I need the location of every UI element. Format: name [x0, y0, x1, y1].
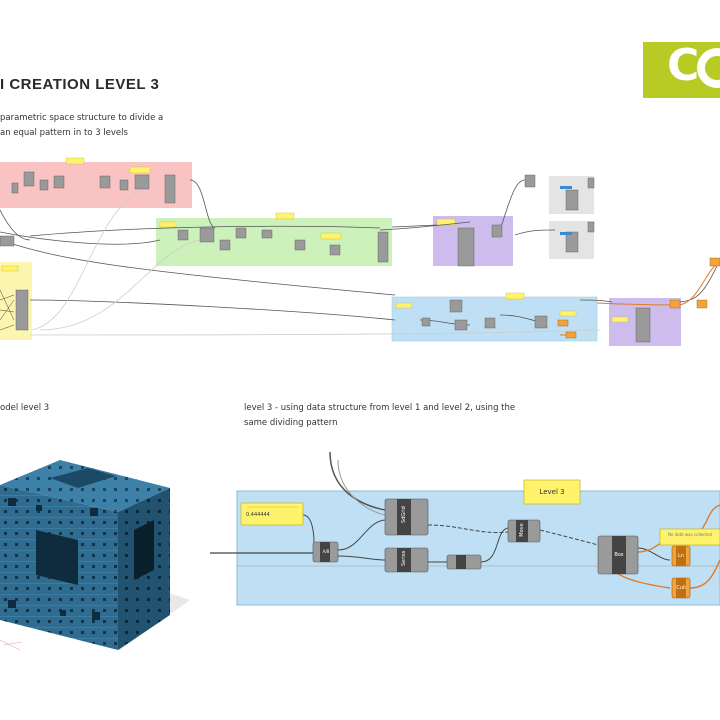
node-ab-label: A/B: [322, 549, 330, 554]
description-line-2: an equal pattern in to 3 levels: [0, 128, 128, 138]
slider-value[interactable]: 0.444444: [246, 512, 270, 518]
output-panel-text: No data was collected: [667, 532, 713, 537]
caption-level3: level 3 - using data structure from leve…: [244, 401, 544, 431]
level3-note-label: Level 3: [539, 488, 565, 496]
logo-ring-icon: [697, 48, 720, 88]
node-line-label: Ln: [678, 553, 684, 559]
slider-panel: [240, 502, 304, 526]
page-title: I CREATION LEVEL 3: [0, 76, 160, 93]
caption-level3-line-2: same dividing pattern: [244, 418, 338, 428]
node-subgrid-label: SdGrid: [401, 506, 407, 523]
logo-letter: C: [667, 42, 702, 91]
cube-top-face: [0, 460, 170, 512]
level3-group-frame: [236, 490, 720, 606]
caption-level3-line-1: level 3 - using data structure from leve…: [244, 403, 516, 413]
node-series-label: Series: [401, 550, 407, 566]
level3-note: [523, 479, 581, 505]
node-box-label: Box: [614, 552, 624, 558]
caption-model-level: odel level 3: [0, 403, 50, 413]
description-line-1: parametric space structure to divide a: [0, 113, 164, 123]
description: parametric space structure to divide a a…: [0, 111, 200, 141]
node-cull-label: Cull: [676, 585, 686, 591]
node-move-label: Move: [519, 523, 525, 537]
brand-logo: C: [643, 42, 720, 98]
output-panel: [659, 528, 720, 546]
